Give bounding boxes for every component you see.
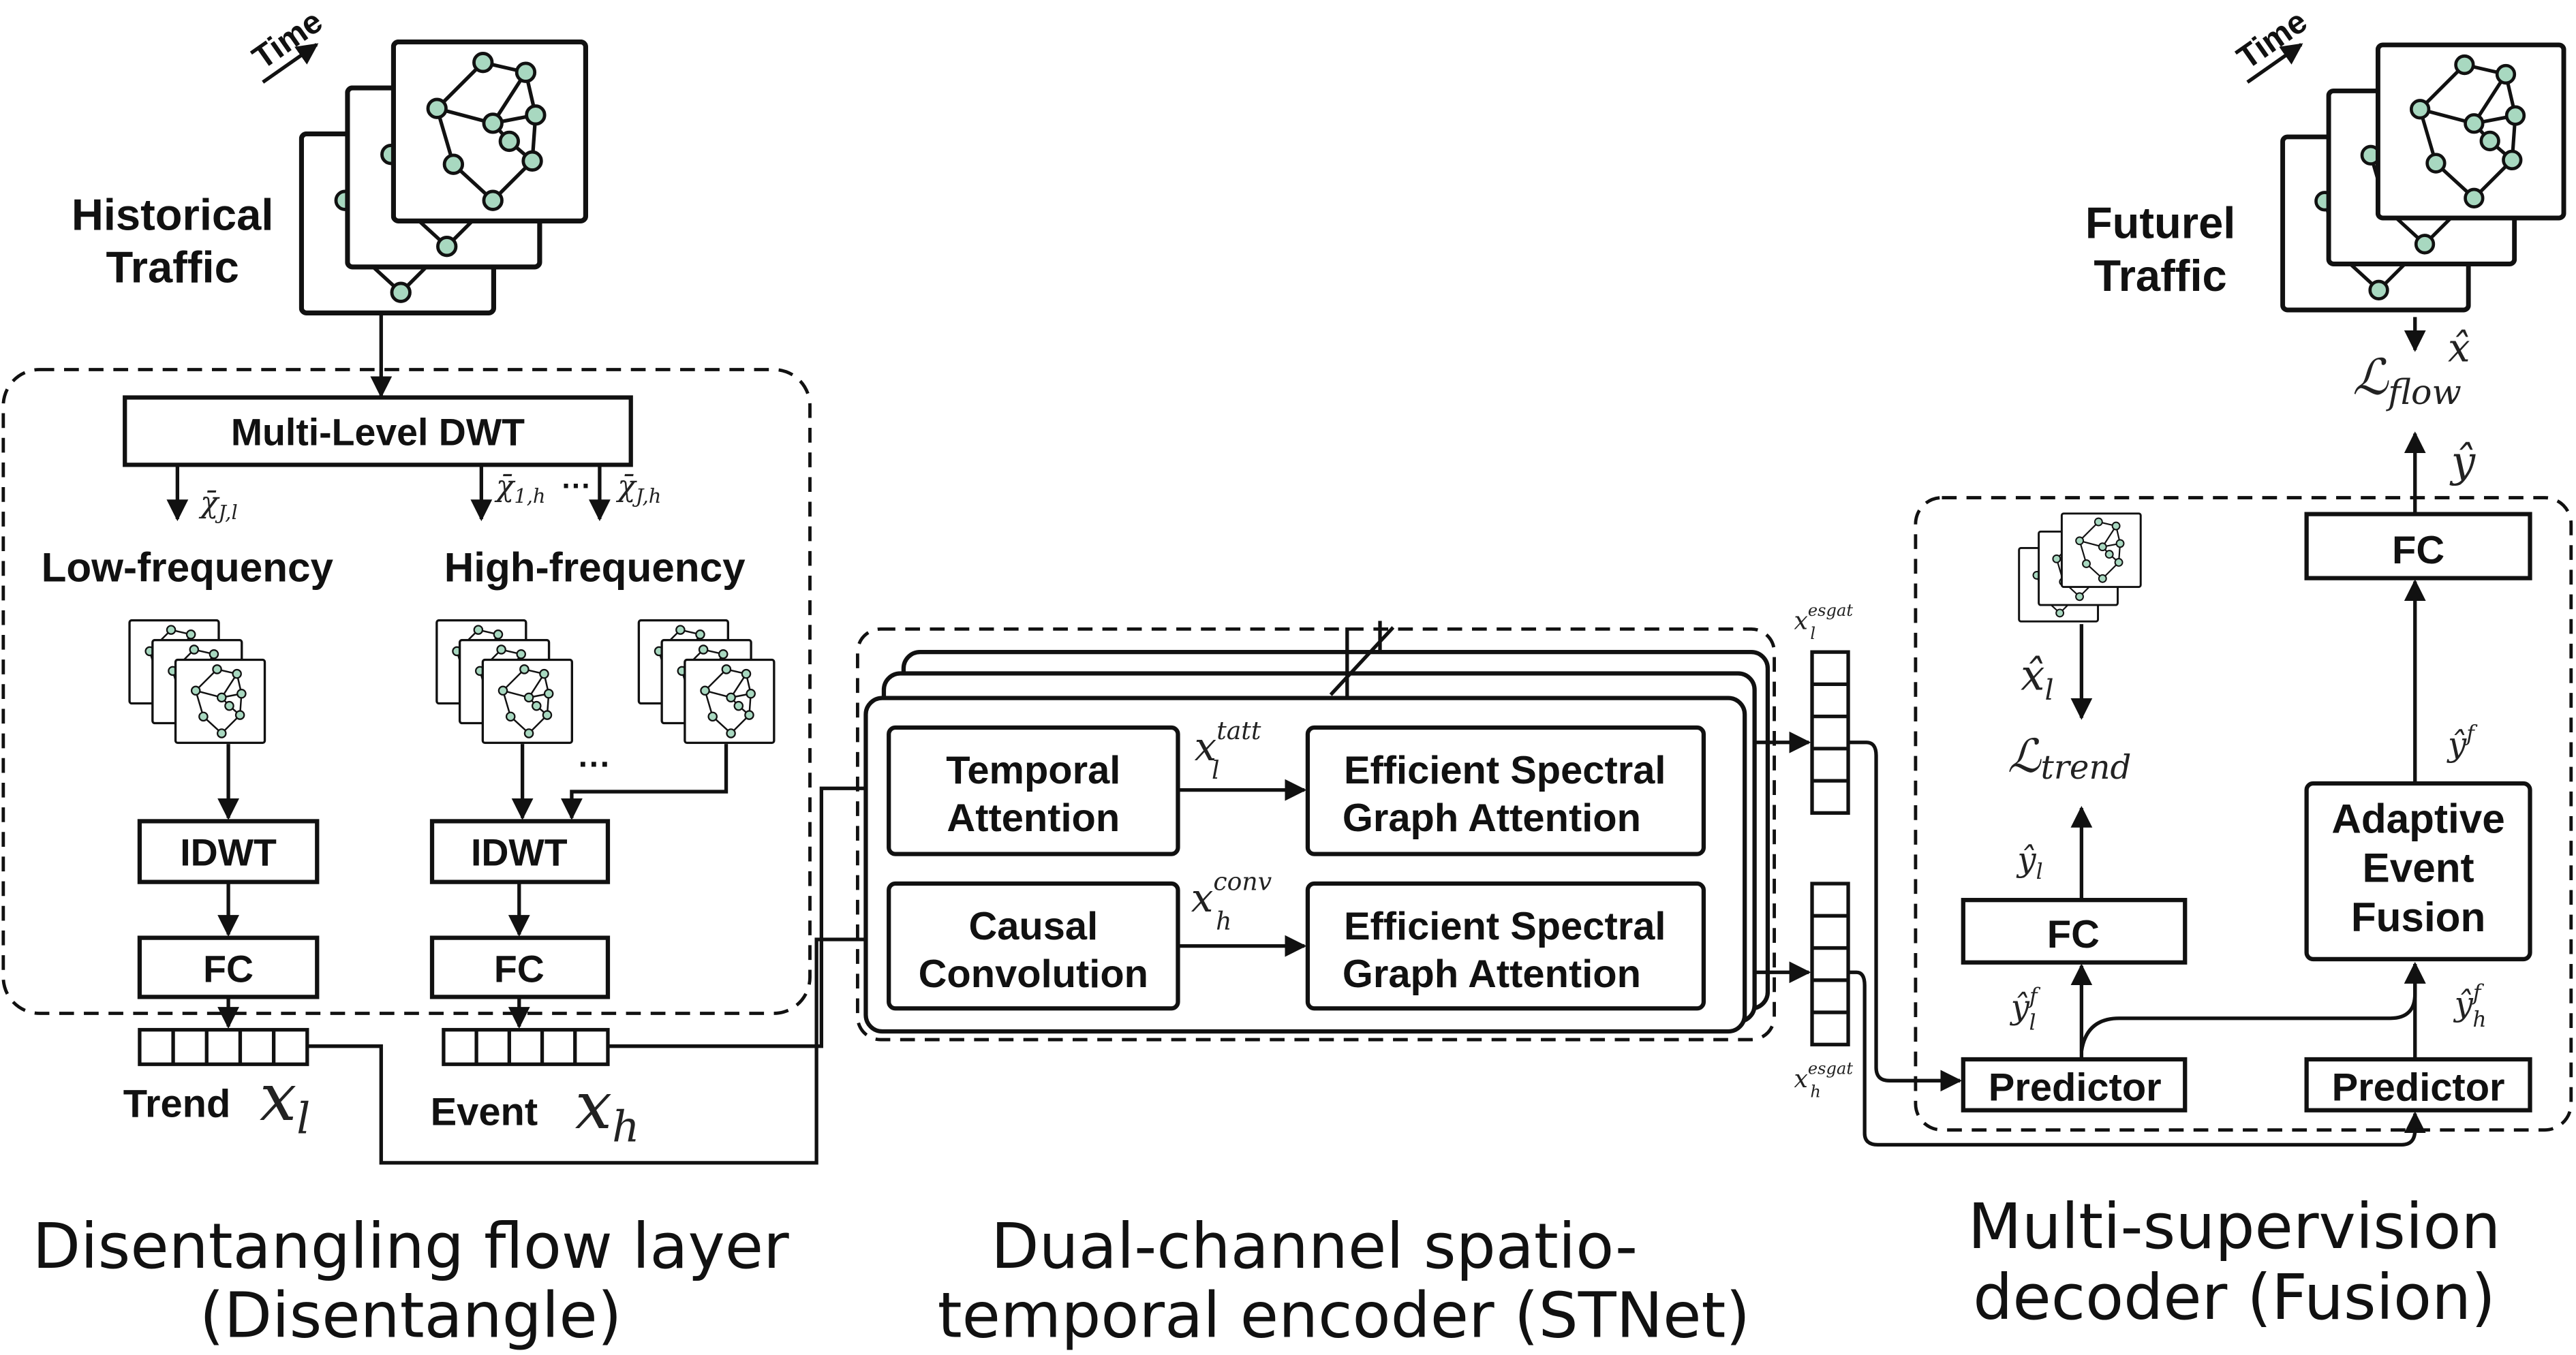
disentangle-caption-1: Disentangling flow layer [33,1210,789,1283]
esga-box-low [1305,725,1706,856]
sym-xhat: x̂ [2448,324,2470,371]
fc-high-label: FC [494,948,545,991]
sym-chi-jl: χ̄J,l [198,486,238,524]
layer-stack-marker [1329,621,1395,697]
fc-trend-box [1961,898,2188,965]
future-traffic-label: Traffic [2094,251,2226,300]
esgat-low-vector [1810,650,1850,815]
fc-low-label: FC [203,948,254,991]
disentangle-caption-2: (Disentangle) [200,1279,622,1352]
predictor-trend-label: Predictor [1989,1065,2162,1109]
decoder-caption-2: decoder (Fusion) [1973,1261,2496,1334]
decoder-caption-1: Multi-supervision [1968,1190,2501,1263]
trend-to-fusion-connector [2079,961,2426,1052]
trend-label: Trend [123,1082,231,1125]
esgat-high-vector [1810,882,1850,1046]
esga-box-high [1305,881,1706,1011]
predictor-event-box [2304,1057,2532,1112]
temporal-label-2: Attention [947,796,1120,840]
encoder-caption-2: temporal encoder (STNet) [938,1279,1750,1352]
aef-label-3: Fusion [2351,894,2485,940]
predictor-event-label: Predictor [2332,1065,2505,1109]
decoder-region [1914,496,2573,1132]
esga-low-label-1: Efficient Spectral [1344,749,1666,792]
sym-yhat-l: ŷl [2016,841,2042,884]
encoder-caption-1: Dual-channel spatio- [991,1210,1638,1283]
high-frequency-stack-j [637,619,776,745]
loss-trend: ℒtrend [2008,729,2131,787]
disentangle-region [1,368,812,1015]
fc-high-box [429,935,611,999]
adaptive-event-fusion-box [2304,781,2532,962]
aef-label-1: Adaptive [2331,795,2504,841]
low-frequency-stack [128,619,266,745]
sym-chi-1h: χ̄1,h [494,469,546,508]
traffic-label: Traffic [106,243,239,292]
historical-traffic-stack [301,42,585,313]
event-vector [442,1027,610,1066]
multi-level-dwt-box [123,395,633,467]
sym-yhat: ŷ [2449,437,2477,486]
high-to-predictor-connector [1848,970,2426,1147]
trend-to-causal-connector [307,929,888,1165]
time-arrow-output: Time [2230,3,2314,84]
high-frequency-stack-1 [435,619,574,745]
trend-prediction-stack [2018,512,2142,623]
causal-label-2: Convolution [919,952,1148,996]
future-traffic-stack [2283,45,2564,310]
event-to-temporal-connector [607,777,888,1048]
trend-symbol: xl [260,1059,310,1143]
time-arrow-input: Time [246,3,329,84]
high-frequency-label: High-frequency [444,544,746,590]
temporal-label-1: Temporal [946,749,1120,792]
idwt-low-label: IDWT [180,832,277,874]
event-symbol: xh [575,1068,640,1151]
low-to-predictor-connector [1848,741,1963,1092]
low-frequency-label: Low-frequency [42,544,334,590]
dots: ··· [562,470,591,503]
fc-trend-label: FC [2047,913,2100,956]
event-label: Event [431,1090,538,1134]
predictor-trend-box [1961,1057,2188,1112]
idwt-low-box [137,819,320,884]
fc-final-box [2304,512,2532,580]
causal-label-1: Causal [968,905,1098,948]
future-label: Futurel [2085,198,2236,248]
sym-xhat-l: x̂l [2021,651,2053,706]
fc-low-box [137,935,320,999]
dots-high: ··· [579,746,611,783]
esga-low-label-2: Graph Attention [1343,796,1641,840]
idwt-high-label: IDWT [471,832,568,874]
historical-label: Historical [72,190,274,240]
idwt-high-box [429,819,611,884]
sym-yhat-f: ŷf [2447,721,2478,764]
esga-high-label-1: Efficient Spectral [1344,905,1666,948]
dwt-label: Multi-Level DWT [231,411,525,453]
sym-chi-jh: χ̄J,h [615,469,661,508]
loss-flow: ℒflow [2352,349,2462,412]
aef-label-2: Event [2363,845,2474,891]
esga-high-label-2: Graph Attention [1343,952,1641,996]
encoder-region [855,627,1776,1042]
fc-final-label: FC [2392,529,2444,572]
